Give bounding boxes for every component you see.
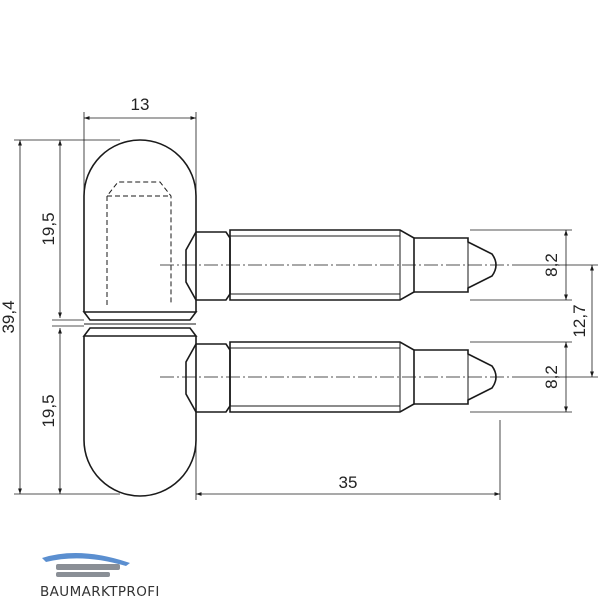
upper-pin-neck <box>196 231 231 301</box>
logo-roof-icon <box>42 553 130 566</box>
dim-label-pin-spacing: 12,7 <box>570 304 589 337</box>
barrel-ring <box>82 311 198 321</box>
lower-pin-neck <box>196 343 231 413</box>
upper-pin-collar <box>185 231 197 301</box>
dim-label-pin-length: 35 <box>339 473 358 492</box>
lower-barrel <box>83 336 197 497</box>
logo-bar-icon <box>56 572 110 577</box>
dim-label-lower-height: 19,5 <box>39 394 58 427</box>
barrel-ring-lower <box>82 327 198 337</box>
logo-text: BAUMARKTPROFI <box>40 584 160 600</box>
upper-barrel <box>83 139 197 312</box>
hidden-pin <box>106 181 172 305</box>
logo-bar-icon <box>56 564 120 570</box>
lower-pin-collar <box>185 343 197 413</box>
baumarktprofi-logo: BAUMARKTPROFI <box>40 553 160 600</box>
dim-label-total-height: 39,4 <box>0 300 18 333</box>
dim-label-upper-height: 19,5 <box>39 212 58 245</box>
dim-label-width-top: 13 <box>131 95 150 114</box>
